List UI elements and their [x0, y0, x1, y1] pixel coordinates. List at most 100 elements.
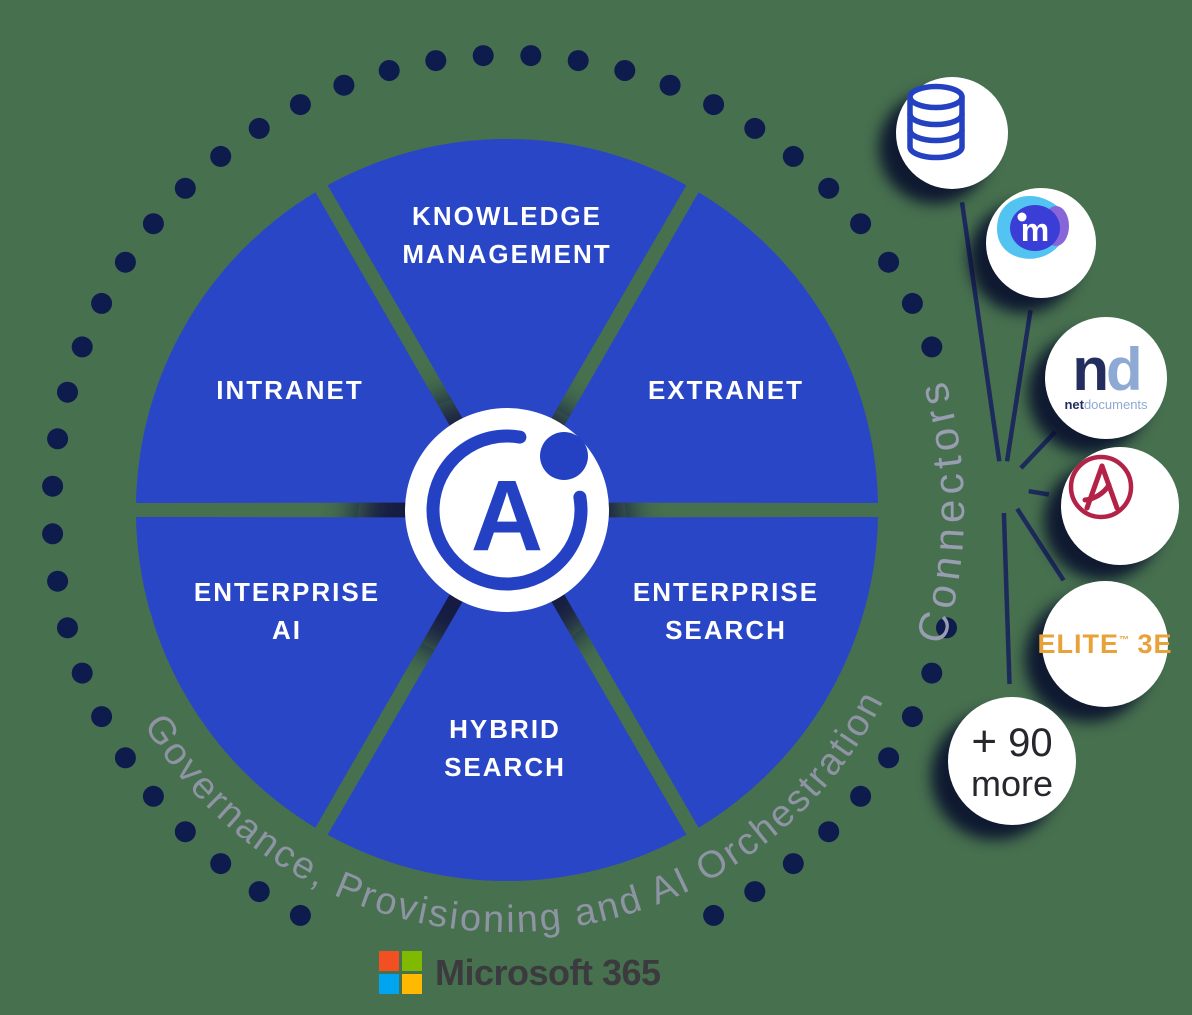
ring-dot	[936, 617, 957, 639]
ring-dot	[818, 177, 840, 199]
ring-dot	[921, 336, 943, 358]
logo-letter-a: A	[471, 460, 543, 572]
ring-dot	[333, 74, 355, 96]
ring-dot	[174, 177, 196, 199]
connector-line-netdocuments	[1019, 430, 1057, 470]
ring-dot	[703, 904, 725, 926]
segment-label-management: MANAGEMENT	[402, 239, 611, 269]
pie-segment-enterprise-ai	[136, 517, 494, 828]
ring-dot	[659, 74, 681, 96]
connector-circle-elite: ELITE™ 3E	[1037, 581, 1172, 707]
dotted-ring	[42, 45, 957, 926]
ring-dot	[42, 523, 64, 545]
segment-label-hybrid-2: SEARCH	[444, 752, 566, 782]
pie-segment-intranet	[136, 192, 494, 503]
ring-dot	[91, 292, 113, 314]
ring-dot	[782, 853, 804, 875]
ms-square-green	[402, 951, 422, 971]
nd-sub-net: net	[1064, 397, 1084, 412]
elite-label: ELITE	[1037, 628, 1119, 659]
elite-3e-logo: ELITE™ 3E	[1037, 629, 1172, 660]
ring-dot	[210, 853, 232, 875]
ring-dot	[142, 213, 164, 235]
segment-label-extranet: EXTRANET	[648, 375, 804, 405]
ring-dot	[248, 881, 270, 903]
atlas-center-logo: A	[405, 408, 609, 612]
segment-label-enterprise-ai-1: ENTERPRISE	[194, 577, 380, 607]
ring-dot	[567, 50, 589, 72]
plus-icon: +	[971, 717, 998, 766]
microsoft-squares-icon	[379, 951, 422, 994]
ring-dot	[878, 747, 900, 769]
ring-dot	[378, 60, 400, 81]
ring-dot	[47, 570, 69, 592]
ring-dot	[850, 213, 872, 235]
ring-dot	[42, 475, 64, 497]
ring-dot	[614, 60, 636, 81]
nd-letter-n: n	[1072, 336, 1109, 403]
segment-label-knowledge: KNOWLEDGE	[412, 201, 602, 231]
segment-label-enterprise-ai-2: AI	[272, 615, 302, 645]
connector-line-more	[1001, 512, 1012, 685]
svg-text:m: m	[1021, 212, 1049, 248]
connector-line-database	[959, 201, 1002, 462]
ring-dot	[57, 617, 78, 639]
ms-square-red	[379, 951, 399, 971]
ring-dot	[901, 292, 923, 314]
logo-orbit-dot	[540, 432, 588, 480]
nd-letter-d: d	[1106, 336, 1143, 403]
ring-dot	[289, 94, 311, 116]
ring-dot	[744, 117, 766, 139]
ring-dot	[91, 706, 113, 728]
nd-sub-documents: documents	[1083, 397, 1148, 412]
ms-square-yellow	[402, 974, 422, 994]
ring-dot	[71, 336, 93, 358]
ring-dot	[47, 428, 69, 450]
elite-tm: ™	[1119, 634, 1129, 646]
connector-circle-aderant	[1061, 447, 1179, 565]
pie-segment-extranet	[520, 192, 878, 503]
more-label: more	[970, 763, 1054, 804]
ring-dot	[744, 881, 766, 903]
ring-dot	[210, 145, 232, 167]
ring-dot	[472, 45, 494, 67]
ring-dot	[921, 662, 943, 684]
segment-label-intranet: INTRANET	[216, 375, 363, 405]
ring-dot	[703, 94, 725, 116]
segment-label-enterprise-search-1: ENTERPRISE	[633, 577, 819, 607]
aderant-logo	[1068, 454, 1134, 520]
ring-dot	[818, 821, 840, 843]
ring-dot	[174, 821, 196, 843]
segment-label-enterprise-search-2: SEARCH	[665, 615, 787, 645]
connector-circle-more: + 90 more	[948, 697, 1076, 825]
pie-segment-knowledge-management	[327, 138, 687, 495]
connector-line-elite	[1015, 507, 1066, 582]
pie-segment-hybrid-search	[327, 525, 687, 882]
pie-segment-enterprise-search	[520, 517, 878, 828]
ms-square-blue	[379, 974, 399, 994]
netdocuments-logo: nd netdocuments	[1064, 340, 1148, 413]
microsoft-365-logo: Microsoft 365	[379, 951, 661, 994]
ring-dot	[114, 747, 136, 769]
microsoft-365-label: Microsoft 365	[435, 951, 661, 993]
connector-lines	[959, 201, 1066, 685]
ring-dot	[901, 706, 923, 728]
connector-line-imanage	[1004, 309, 1033, 462]
logo-ring-arc	[426, 429, 588, 591]
ring-dot	[850, 785, 872, 807]
ring-dot	[878, 251, 900, 273]
more-count: + 90	[971, 720, 1052, 764]
ring-dot	[114, 251, 136, 273]
connector-circle-netdocuments: nd netdocuments	[1045, 317, 1167, 439]
ring-dot	[57, 381, 78, 403]
imanage-logo: m	[997, 196, 1069, 259]
ring-dot	[425, 50, 447, 72]
segment-label-hybrid-1: HYBRID	[449, 714, 561, 744]
elite-3e: 3E	[1129, 628, 1173, 659]
connector-circle-imanage: m	[986, 188, 1096, 298]
ring-dot	[782, 145, 804, 167]
ring-dot	[142, 785, 164, 807]
more-count-number: 90	[1008, 721, 1053, 765]
